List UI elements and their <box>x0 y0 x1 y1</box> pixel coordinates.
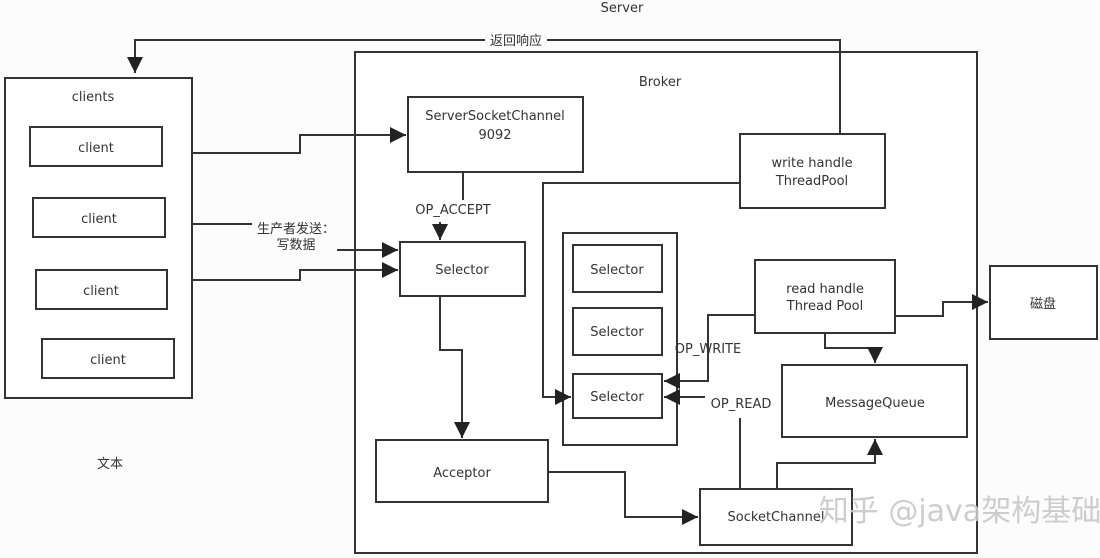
clients-title: clients <box>72 90 115 105</box>
disk-label: 磁盘 <box>1030 296 1056 312</box>
disk-box <box>989 265 1098 340</box>
return-response-label: 返回响应 <box>490 33 542 49</box>
watermark: 知乎 @java架构基础 <box>819 494 1100 529</box>
acceptor-label: Acceptor <box>433 466 491 481</box>
pool-selector: Selector <box>572 244 663 293</box>
read-handle-box <box>754 259 896 334</box>
svg-text:Selector: Selector <box>590 390 644 405</box>
broker-label: Broker <box>639 75 682 90</box>
client-box: client <box>32 197 166 238</box>
socket-channel-box <box>699 488 853 546</box>
svg-text:client: client <box>81 212 117 227</box>
acceptor-to-socketchannel-arrow <box>548 471 698 525</box>
write-handle-label-2: ThreadPool <box>775 174 848 189</box>
svg-text:client: client <box>90 353 126 368</box>
client-to-selector-arrow <box>192 262 398 281</box>
op-write-label: OP_WRITE <box>675 342 741 357</box>
socketchannel-to-mq-arrow <box>776 439 883 489</box>
socket-channel-label: SocketChannel <box>728 510 825 525</box>
producer-label-2: 写数据 <box>276 238 315 253</box>
pool-selector: Selector <box>572 307 663 356</box>
text-label: 文本 <box>97 457 123 472</box>
ssc-label: ServerSocketChannel <box>425 109 565 124</box>
server-label: Server <box>601 1 644 16</box>
client-box: client <box>35 269 168 310</box>
client-box: client <box>29 126 163 167</box>
acceptor-box <box>375 439 549 503</box>
write-handle-to-selector-arrow <box>542 182 740 405</box>
write-handle-box <box>739 133 886 209</box>
svg-text:Selector: Selector <box>590 263 644 278</box>
server-socket-channel-box <box>407 96 584 173</box>
message-queue-label: MessageQueue <box>825 396 925 411</box>
op-read-label: OP_READ <box>711 397 772 412</box>
svg-text:client: client <box>83 284 119 299</box>
producer-label-1: 生产者发送： <box>257 221 335 237</box>
op-accept-label: OP_ACCEPT <box>415 203 490 218</box>
client-box: client <box>41 338 175 379</box>
selector-to-acceptor-arrow <box>439 296 470 438</box>
read-handle-label: read handle <box>786 282 864 297</box>
message-queue-box <box>781 364 968 438</box>
selector-label: Selector <box>435 263 489 278</box>
write-handle-label: write handle <box>771 156 852 171</box>
ssc-port: 9092 <box>478 128 511 143</box>
selector-box <box>399 241 526 297</box>
svg-text:client: client <box>78 141 114 156</box>
client-to-ssc-arrow <box>192 127 406 154</box>
read-handle-to-disk-arrow <box>895 294 988 317</box>
pool-selector: Selector <box>572 373 663 419</box>
read-handle-to-mq-arrow <box>824 333 883 363</box>
op-accept-arrow <box>440 172 464 240</box>
op-write-arrow <box>664 314 755 389</box>
op-read-arrow <box>664 397 741 489</box>
read-handle-label-2: Thread Pool <box>786 299 863 314</box>
svg-text:Selector: Selector <box>590 325 644 340</box>
